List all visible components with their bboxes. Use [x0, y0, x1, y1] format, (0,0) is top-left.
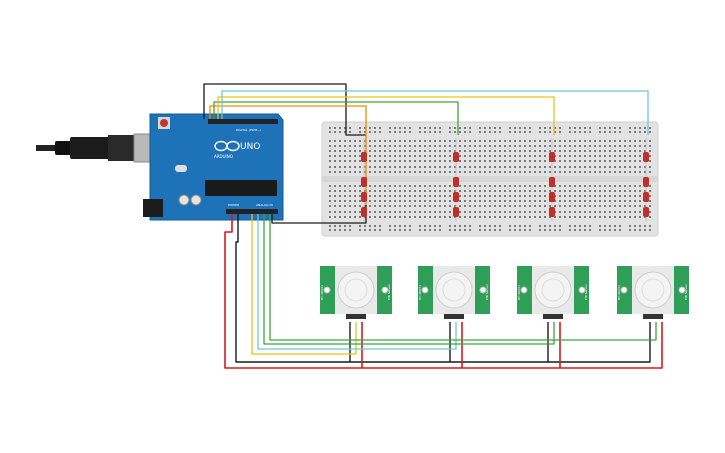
arduino-logo-icon [214, 140, 240, 152]
reset-button [160, 119, 168, 127]
wires [203, 83, 663, 369]
atmega-chip [205, 180, 277, 196]
pir-sensor-4: HC-SR501 PIR Sensor [617, 266, 689, 319]
led-2 [361, 177, 367, 187]
led-12 [549, 207, 555, 217]
breadboard-holes [329, 127, 651, 231]
wire-teal-a1 [257, 214, 457, 350]
pir-right-label: PIR Sensor [684, 283, 688, 300]
led-7 [453, 192, 459, 202]
led-16 [643, 207, 649, 217]
power-analog-header [226, 209, 278, 214]
led-6 [453, 177, 459, 187]
arduino-analog-label: ANALOG IN [256, 203, 273, 207]
wire-green-a2 [263, 214, 555, 345]
pir-sensor-3: HC-SR501 PIR Sensor [517, 266, 589, 319]
wire-black-gnd [235, 214, 651, 363]
led-10 [549, 177, 555, 187]
led-9 [549, 152, 555, 162]
pir-left-label: HC-SR501 [320, 285, 324, 300]
digital-header [208, 119, 278, 124]
wire-green-top [213, 101, 459, 135]
led-13 [643, 152, 649, 162]
led-15 [643, 192, 649, 202]
wire-yellow-top [217, 96, 555, 135]
wire-green-a3 [269, 214, 657, 341]
pir-sensor-1: HC-SR501 PIR Sensor [320, 266, 392, 319]
wire-black-top [203, 83, 366, 136]
led-group [361, 138, 649, 222]
pir-right-label: PIR Sensor [387, 283, 391, 300]
led-8 [453, 207, 459, 217]
arduino-model: UNO [240, 142, 260, 152]
led-3 [361, 192, 367, 202]
arduino-power-label: POWER [228, 203, 239, 207]
wire-red-5v [224, 214, 663, 369]
pir-right-label: PIR Sensor [485, 283, 489, 300]
pir-right-label: PIR Sensor [584, 283, 588, 300]
usb-cable [36, 133, 165, 163]
led-4 [361, 207, 367, 217]
arduino-uno-board: UNO ARDUINO DIGITAL (PWM~) POWER ANALOG … [143, 113, 284, 221]
wire-yellow-a0 [251, 214, 357, 355]
arduino-brand: ARDUINO [214, 154, 233, 159]
pir-left-label: HC-SR501 [418, 285, 422, 300]
led-14 [643, 177, 649, 187]
pir-left-label: HC-SR501 [517, 285, 521, 300]
breadboard [321, 121, 659, 237]
led-11 [549, 192, 555, 202]
wire-teal-top [221, 90, 649, 135]
pir-sensor-2: HC-SR501 PIR Sensor [418, 266, 490, 319]
pir-left-label: HC-SR501 [617, 285, 621, 300]
arduino-digital-label: DIGITAL (PWM~) [236, 128, 261, 132]
led-1 [361, 152, 367, 162]
led-5 [453, 152, 459, 162]
